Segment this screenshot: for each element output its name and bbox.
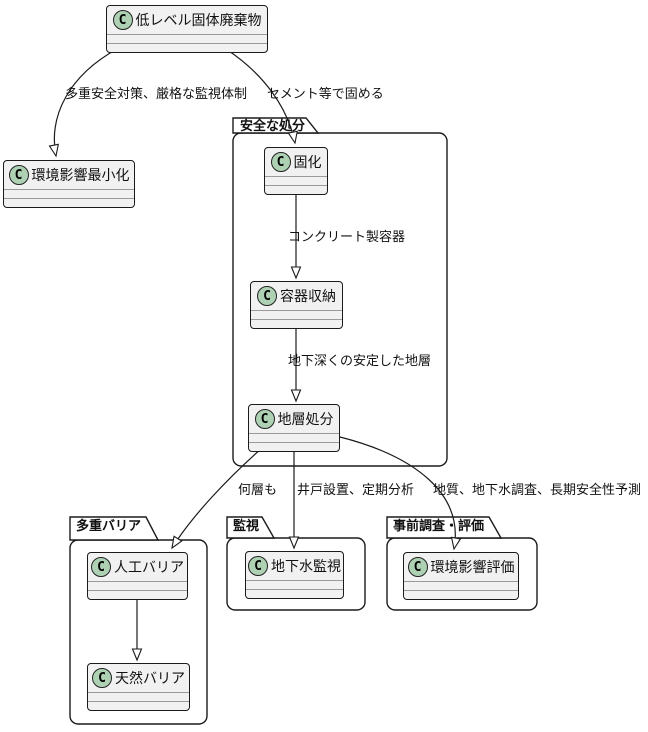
package-multi-barrier-tab (69, 516, 160, 541)
class-stereotype-icon: C (248, 556, 268, 576)
class-stereotype-icon: C (407, 557, 428, 577)
attributes-compartment (88, 692, 189, 701)
attributes-compartment (88, 581, 187, 590)
edge-waste-to-solidify (225, 48, 298, 145)
class-name: 固化 (293, 155, 322, 171)
methods-compartment (88, 701, 189, 710)
attributes-compartment (107, 34, 267, 43)
class-env-min: C 環境影響最小化 (3, 160, 135, 208)
methods-compartment (249, 442, 339, 451)
class-name: 環境影響評価 (430, 560, 515, 576)
class-stereotype-icon: C (257, 286, 277, 306)
attributes-compartment (4, 189, 134, 198)
attributes-compartment (251, 310, 342, 319)
class-geo-disposal: C 地層処分 (248, 404, 340, 452)
class-container: C 容器収納 (250, 281, 343, 329)
methods-compartment (404, 590, 518, 599)
edge-label-concrete-container: コンクリート製容器 (288, 230, 406, 245)
attributes-compartment (265, 176, 327, 185)
edge-label-many-layers: 何層も (238, 483, 278, 498)
edge-waste-to-env-min (48, 48, 118, 158)
methods-compartment (265, 185, 327, 194)
class-name: 低レベル固体廃棄物 (135, 13, 262, 29)
package-title-monitoring: 監視 (233, 519, 260, 534)
class-name: 環境影響最小化 (31, 168, 130, 184)
edge-geo-to-env-assess (339, 436, 462, 551)
class-waste: C 低レベル固体廃棄物 (106, 5, 268, 53)
attributes-compartment (404, 581, 518, 590)
attributes-compartment (246, 580, 343, 589)
methods-compartment (4, 198, 134, 207)
edge-label-well-analysis: 井戸設置、定期分析 (297, 483, 415, 498)
edge-label-geology-survey: 地質、地下水調査、長期安全性予測 (433, 483, 642, 498)
package-title-survey: 事前調査・評価 (393, 519, 485, 534)
class-name: 容器収納 (280, 289, 336, 305)
package-title-multi-barrier: 多重バリア (76, 519, 142, 534)
class-stereotype-icon: C (254, 409, 275, 429)
edge-label-deep-stable-stratum: 地下深くの安定した地層 (288, 354, 432, 369)
class-name: 地下水監視 (271, 559, 341, 575)
attributes-compartment (249, 433, 339, 442)
class-groundwater-monitoring: C 地下水監視 (245, 551, 344, 599)
package-title-safe-disposal: 安全な処分 (240, 119, 306, 134)
class-name: 人工バリア (114, 560, 184, 576)
package-monitoring-tab (226, 516, 276, 539)
class-name: 地層処分 (277, 412, 334, 428)
edge-label-cement: セメント等で固める (267, 87, 384, 102)
class-artificial-barrier: C 人工バリア (87, 552, 188, 600)
class-stereotype-icon: C (91, 557, 111, 577)
methods-compartment (251, 319, 342, 328)
class-stereotype-icon: C (92, 668, 112, 688)
methods-compartment (246, 589, 343, 598)
class-name: 天然バリア (115, 671, 185, 687)
edge-geo-to-artificial (171, 447, 263, 550)
methods-compartment (107, 43, 267, 52)
class-stereotype-icon: C (112, 10, 133, 30)
class-natural-barrier: C 天然バリア (87, 663, 190, 711)
class-solidify: C 固化 (264, 147, 328, 195)
package-survey-tab (386, 516, 503, 539)
methods-compartment (88, 590, 187, 599)
class-env-assessment: C 環境影響評価 (403, 552, 519, 600)
class-stereotype-icon: C (8, 165, 29, 185)
class-stereotype-icon: C (270, 152, 291, 172)
edge-label-safety-measures: 多重安全対策、厳格な監視体制 (65, 87, 248, 102)
